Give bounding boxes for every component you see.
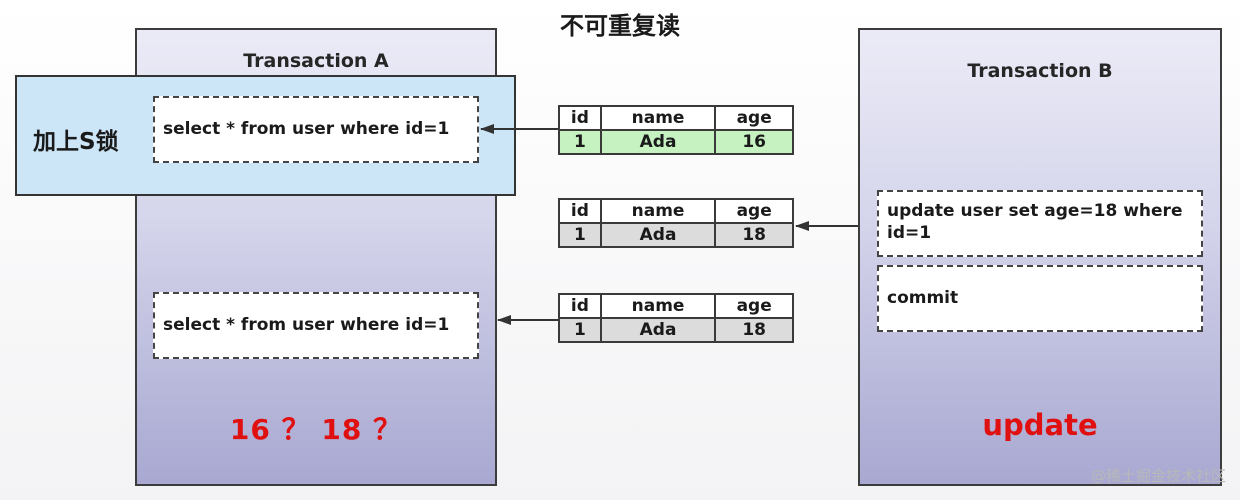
cell-age: 18 [714,317,794,343]
table-header-name: name [599,198,717,224]
table-row: 1 Ada 18 [558,222,794,248]
record-table-initial: id name age 1 Ada 16 [558,105,794,155]
watermark: @稀土掘金技术社区 [1090,467,1226,485]
table-header-age: age [714,293,794,319]
table-header-id: id [558,198,602,224]
cell-age: 16 [714,129,794,155]
table-header-age: age [714,198,794,224]
transaction-b-title: Transaction B [967,60,1113,82]
table-header-name: name [599,293,717,319]
cell-name: Ada [599,317,717,343]
cell-age: 18 [714,222,794,248]
commit-statement-b: commit [877,265,1203,332]
table-row: 1 Ada 18 [558,317,794,343]
diagram-title: 不可重复读 [560,12,680,40]
table-header-age: age [714,105,794,131]
cell-id: 1 [558,222,602,248]
cell-name: Ada [599,129,717,155]
query-a-second: select * from user where id=1 [153,292,479,359]
table-header-id: id [558,293,602,319]
table-header-name: name [599,105,717,131]
cell-name: Ada [599,222,717,248]
table-row: 1 Ada 16 [558,129,794,155]
record-table-updated: id name age 1 Ada 18 [558,198,794,248]
cell-id: 1 [558,129,602,155]
update-statement-b: update user set age=18 where id=1 [877,190,1203,257]
transaction-b-panel: Transaction B [858,28,1222,486]
cell-id: 1 [558,317,602,343]
update-label: update [982,408,1098,442]
query-a-first: select * from user where id=1 [153,96,479,163]
result-question: 16 ？ 18 ？ [229,413,403,446]
transaction-a-title: Transaction A [243,50,389,72]
s-lock-label: 加上S锁 [33,129,119,155]
table-header-id: id [558,105,602,131]
record-table-reread: id name age 1 Ada 18 [558,293,794,343]
